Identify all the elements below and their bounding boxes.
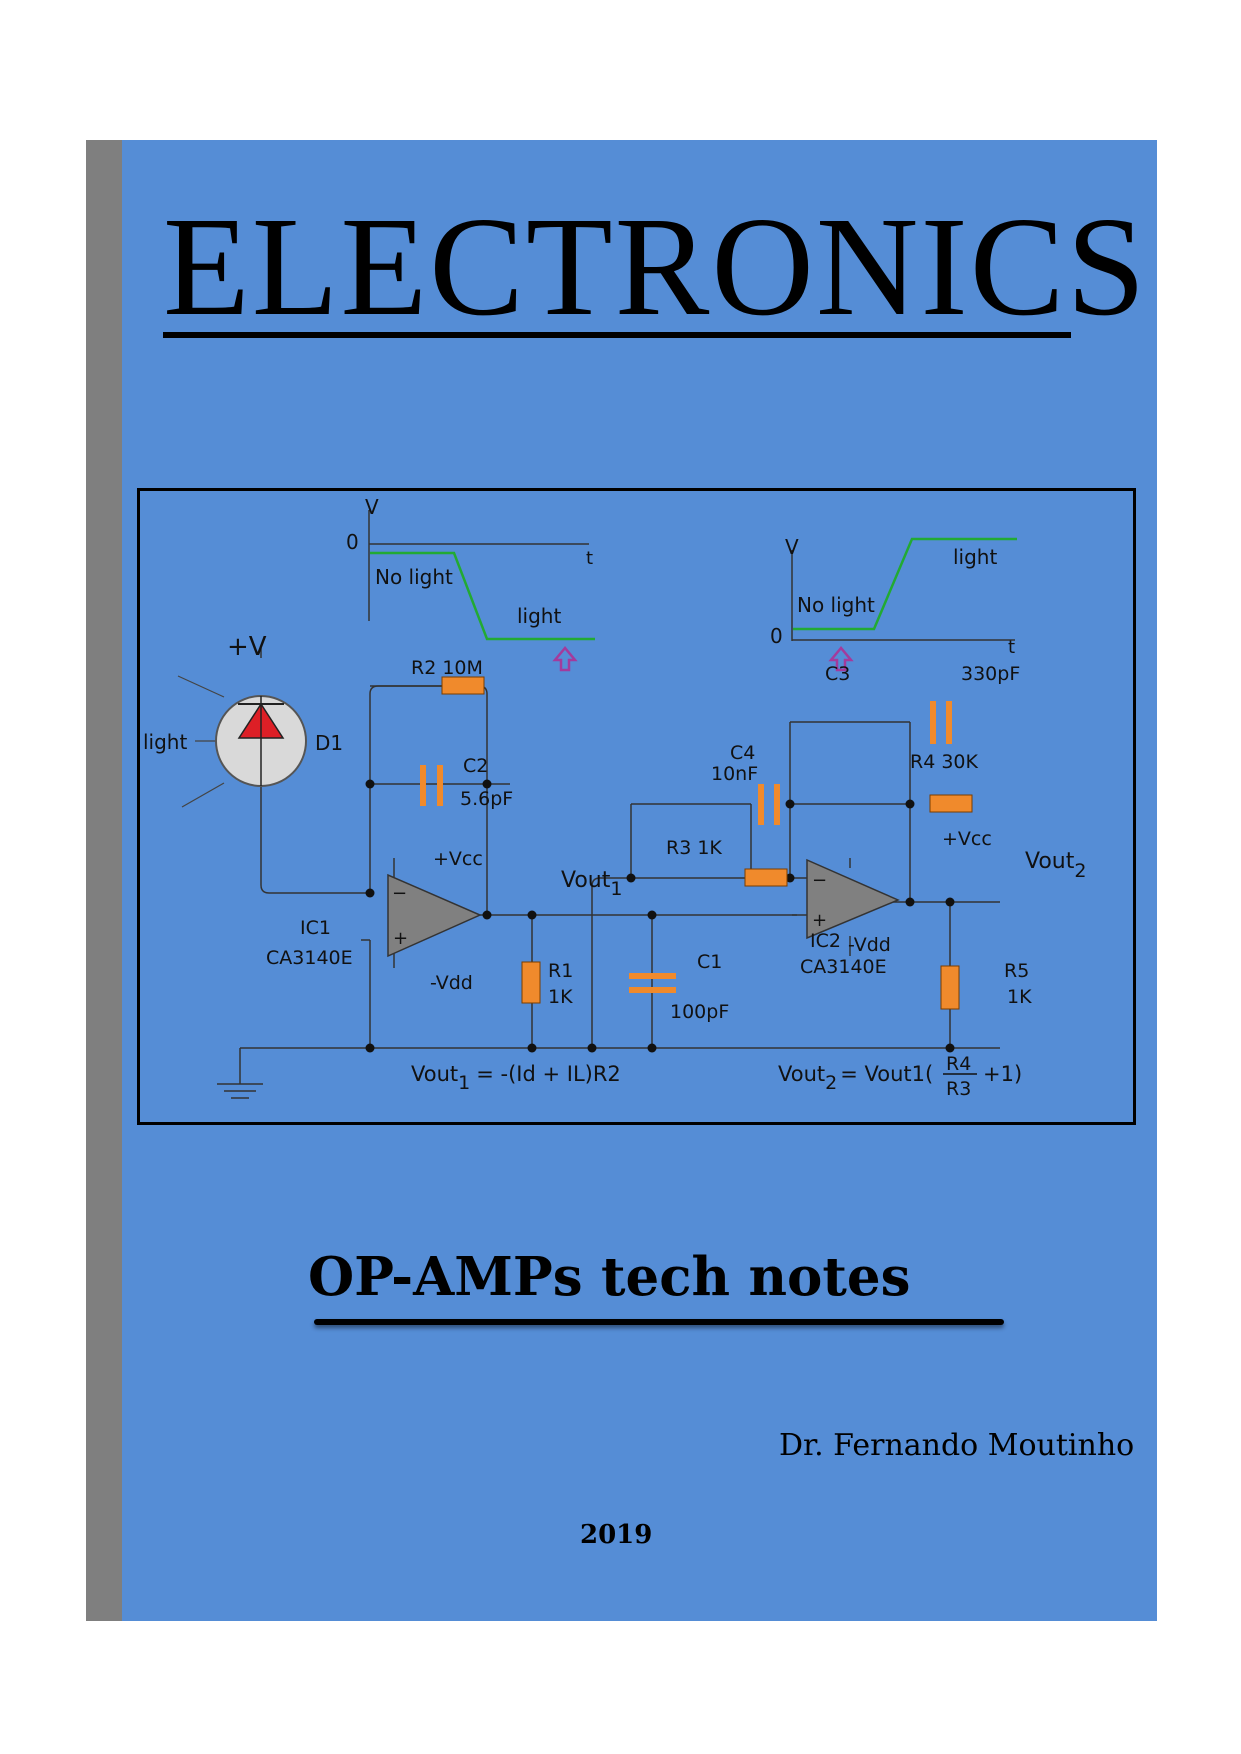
graph-right-light: light (953, 545, 997, 569)
c1-name: C1 (697, 951, 722, 973)
graph-left-axis-v: V (365, 495, 379, 519)
author-name: Dr. Fernando Moutinho (779, 1428, 1135, 1463)
resistor-r3 (744, 868, 788, 887)
capacitor-c4 (758, 784, 780, 825)
resistor-r2 (441, 676, 485, 695)
up-arrow-icon (552, 646, 578, 672)
resistor-r4 (929, 794, 973, 813)
equation-vout1: Vout1= -(Id + IL)R2 (411, 1062, 621, 1094)
r1-value: 1K (548, 986, 573, 1008)
ic2-minus-pin: − (812, 870, 827, 891)
photodiode-label: D1 (315, 731, 343, 755)
diagram-frame (137, 488, 1136, 1125)
capacitor-c1 (629, 973, 676, 993)
ic1-minus-pin: − (392, 883, 407, 904)
graph-right-axis-t: t (1008, 637, 1015, 658)
c4-name: C4 (730, 742, 755, 764)
r3-label: R3 1K (666, 837, 722, 859)
c1-value: 100pF (670, 1001, 729, 1023)
r1-name: R1 (548, 960, 573, 982)
c2-name: C2 (463, 755, 488, 777)
resistor-r1 (521, 961, 541, 1004)
ic2-part: CA3140E (800, 956, 887, 978)
c4-value: 10nF (711, 763, 758, 785)
ic1-name: IC1 (300, 917, 331, 939)
graph-right-axis-v: V (785, 535, 799, 559)
photodiode-d1 (177, 675, 307, 808)
vout1-label: Vout1 (561, 868, 622, 900)
graph-right-no-light: No light (797, 593, 875, 617)
circuit-wires (239, 648, 1000, 1084)
graph-left-signal-line (370, 551, 595, 641)
ic1-part: CA3140E (266, 947, 353, 969)
graph-left-no-light: No light (375, 565, 453, 589)
capacitor-c3 (930, 701, 952, 744)
equation-fraction-denominator: R3 (946, 1078, 971, 1100)
photodiode-light-label: light (143, 730, 187, 754)
ic1-plus-pin: + (393, 928, 408, 949)
vout2-label: Vout2 (1025, 849, 1086, 882)
graph-right (791, 550, 1015, 641)
c3-value: 330pF (961, 663, 1020, 685)
r5-value: 1K (1007, 986, 1032, 1008)
graph-left-zero: 0 (346, 530, 359, 554)
ic1-vdd: -Vdd (430, 972, 473, 994)
ic2-vcc: +Vcc (942, 828, 992, 850)
graph-left-axis-t: t (586, 548, 593, 569)
subtitle-underline (314, 1319, 1004, 1325)
r2-label: R2 10M (411, 657, 483, 679)
r4-label: R4 30K (910, 751, 979, 773)
cover-background (86, 140, 1157, 1621)
ic2-vdd: -Vdd (848, 934, 891, 956)
ic2-plus-pin: + (812, 910, 827, 931)
opamp-ic1 (387, 873, 482, 958)
ground-symbol-icon (217, 1083, 263, 1099)
graph-right-signal-line (793, 537, 1017, 631)
c3-name: C3 (825, 663, 850, 685)
r5-name: R5 (1004, 960, 1029, 982)
equation-vout2-tail: +1) (983, 1062, 1022, 1086)
cover-spine (86, 140, 122, 1621)
graph-left (368, 510, 589, 621)
circuit-diagram: V 0 t No light light V 0 t No light ligh… (137, 488, 1136, 1125)
resistor-r5 (940, 965, 960, 1010)
opamp-ic2 (806, 858, 900, 940)
graph-right-zero: 0 (770, 624, 783, 648)
capacitor-c2 (420, 765, 443, 806)
graph-left-light: light (517, 604, 561, 628)
up-arrow-icon (828, 646, 854, 672)
equation-fraction-numerator: R4 (946, 1053, 971, 1075)
book-subtitle: OP-AMPs tech notes (308, 1246, 911, 1308)
photodiode-supply: +V (227, 632, 267, 662)
title-underline (163, 332, 1071, 338)
publication-year: 2019 (580, 1520, 653, 1550)
ic2-name: IC2 (810, 930, 841, 952)
book-title: ELECTRONICS (163, 187, 1148, 345)
equation-vout2: Vout2= Vout1( (778, 1062, 933, 1094)
ic1-vcc: +Vcc (433, 848, 483, 870)
c2-value: 5.6pF (460, 788, 513, 810)
